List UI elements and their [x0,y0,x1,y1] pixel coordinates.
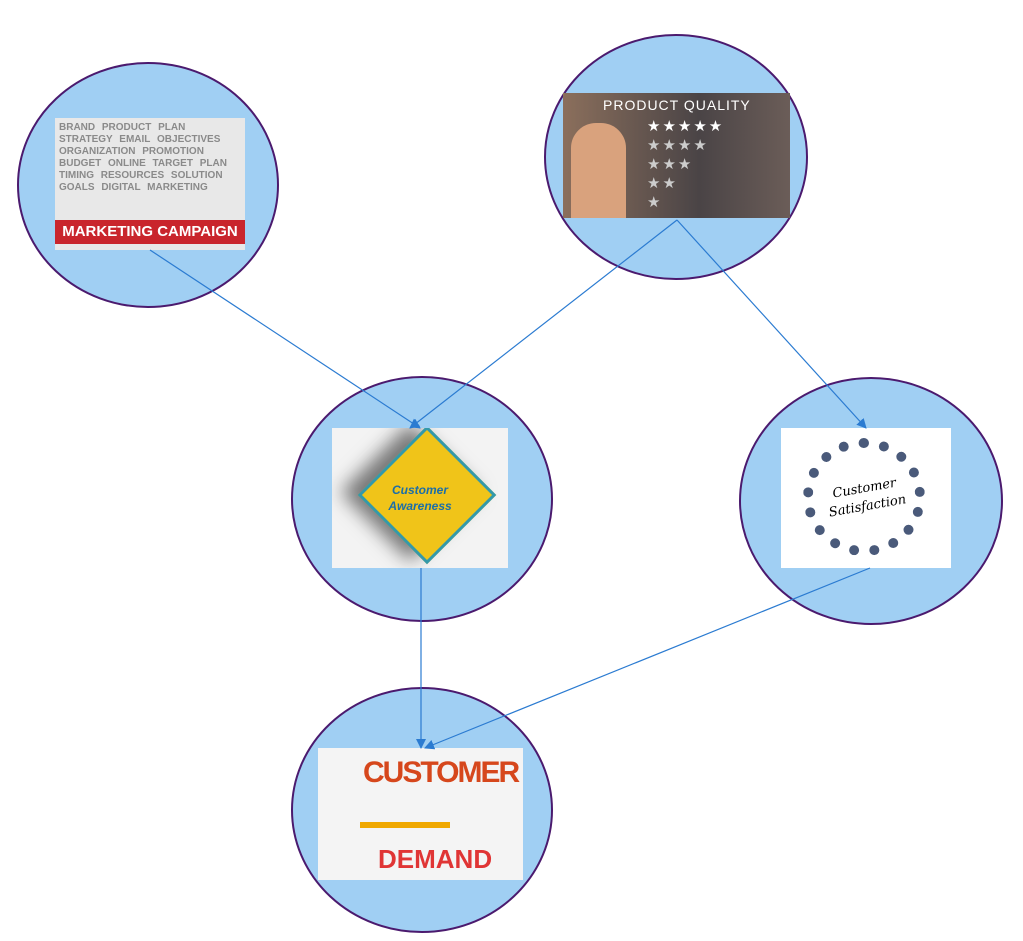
demand-line1: CUSTOMER [363,756,520,789]
marketing-campaign-label: MARKETING CAMPAIGN [55,220,245,244]
star-rating-2: ★★ [647,175,678,192]
arrow-quality-to-satisfaction [676,219,867,429]
product-quality-label: PRODUCT QUALITY [603,97,751,113]
star-rating-1: ★ [647,194,663,211]
demand-line2: DEMAND [378,844,493,874]
customer-demand-image: CUSTOMER DEMAND [318,748,523,880]
product-quality-image: PRODUCT QUALITY ★★★★★ ★★★★ ★★★ ★★ ★ [563,93,790,218]
arrow-satisfaction-to-demand [424,567,871,750]
customer-satisfaction-image: Customer Satisfaction [781,428,951,568]
arrow-quality-to-awareness [409,219,678,429]
awareness-line2: Awareness [388,499,452,513]
customer-awareness-image: Customer Awareness [332,428,508,568]
awareness-line1: Customer [391,483,448,497]
people-ring [803,438,925,556]
star-rating-5: ★★★★★ [647,118,725,135]
star-rating-4: ★★★★ [647,137,709,154]
hand-image [571,123,626,218]
marketing-campaign-image: BRAND PRODUCT PLAN STRATEGY EMAIL OBJECT… [55,118,245,250]
star-rating-3: ★★★ [647,156,694,173]
customer-awareness-label: Customer Awareness [388,482,451,514]
robot-arm [360,822,450,828]
marketing-words: BRAND PRODUCT PLAN STRATEGY EMAIL OBJECT… [59,122,227,193]
arrow-marketing-to-awareness [149,249,421,429]
